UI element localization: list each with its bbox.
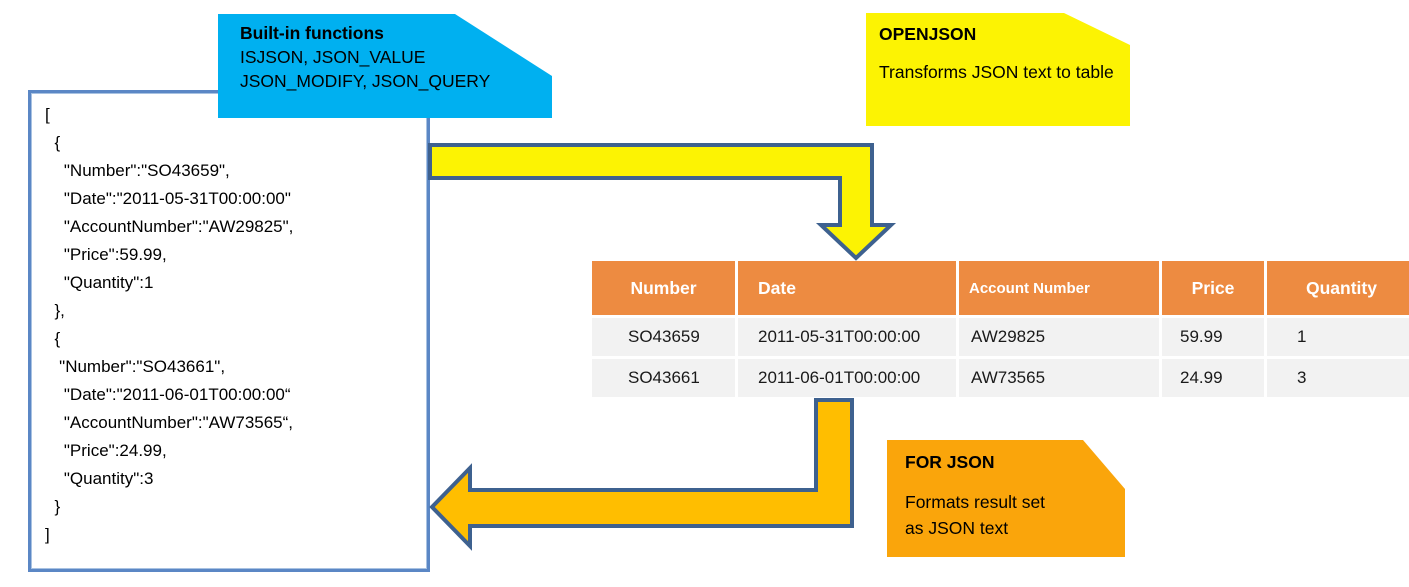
openjson-arrow	[428, 143, 897, 261]
column-header-quantity: Quantity	[1267, 261, 1409, 315]
forjson-title: FOR JSON	[905, 452, 995, 472]
column-header-number: Number	[592, 261, 735, 315]
json-line: {	[45, 133, 61, 152]
openjson-title: OPENJSON	[879, 24, 977, 44]
json-line: }	[45, 497, 61, 516]
column-header-account-number: Account Number	[959, 261, 1159, 315]
openjson-callout: OPENJSON Transforms JSON text to table	[866, 13, 1130, 126]
json-line: "Quantity":1	[45, 273, 154, 292]
result-table: Number Date Account Number Price Quantit…	[592, 261, 1409, 397]
table-cell: SO43659	[592, 318, 735, 356]
table-cell: 24.99	[1162, 359, 1264, 397]
table-cell: SO43661	[592, 359, 735, 397]
json-code: [ { "Number":"SO43659", "Date":"2011-05-…	[45, 101, 293, 549]
table-cell: AW73565	[959, 359, 1159, 397]
json-line: [	[45, 105, 50, 124]
table-cell: 3	[1267, 359, 1409, 397]
json-line: "Price":59.99,	[45, 245, 167, 264]
json-line: "Number":"SO43659",	[45, 161, 230, 180]
column-header-price: Price	[1162, 261, 1264, 315]
forjson-callout: FOR JSON Formats result set as JSON text	[887, 440, 1125, 557]
table-cell: AW29825	[959, 318, 1159, 356]
json-line: "Date":"2011-05-31T00:00:00"	[45, 189, 291, 208]
json-line: },	[45, 301, 65, 320]
table-cell: 2011-05-31T00:00:00	[738, 318, 956, 356]
table-cell: 1	[1267, 318, 1409, 356]
forjson-body-line2: as JSON text	[905, 518, 1009, 538]
json-line: "AccountNumber":"AW73565“,	[45, 413, 294, 432]
column-header-date: Date	[738, 261, 956, 315]
table-cell: 59.99	[1162, 318, 1264, 356]
json-line: "Price":24.99,	[45, 441, 167, 460]
builtin-functions-line2: JSON_MODIFY, JSON_QUERY	[240, 71, 491, 91]
table-cell: 2011-06-01T00:00:00	[738, 359, 956, 397]
json-line: "Date":"2011-06-01T00:00:00“	[45, 385, 291, 404]
builtin-functions-title: Built-in functions	[240, 23, 384, 43]
forjson-body-line1: Formats result set	[905, 492, 1046, 512]
json-line: "Quantity":3	[45, 469, 154, 488]
builtin-functions-line1: ISJSON, JSON_VALUE	[240, 47, 426, 67]
json-line: "AccountNumber":"AW29825",	[45, 217, 294, 236]
json-line: ]	[45, 525, 50, 544]
json-source-panel: [ { "Number":"SO43659", "Date":"2011-05-…	[28, 90, 430, 572]
forjson-arrow	[429, 398, 854, 551]
json-line: {	[45, 329, 61, 348]
json-line: "Number":"SO43661",	[45, 357, 226, 376]
openjson-body: Transforms JSON text to table	[879, 62, 1114, 82]
